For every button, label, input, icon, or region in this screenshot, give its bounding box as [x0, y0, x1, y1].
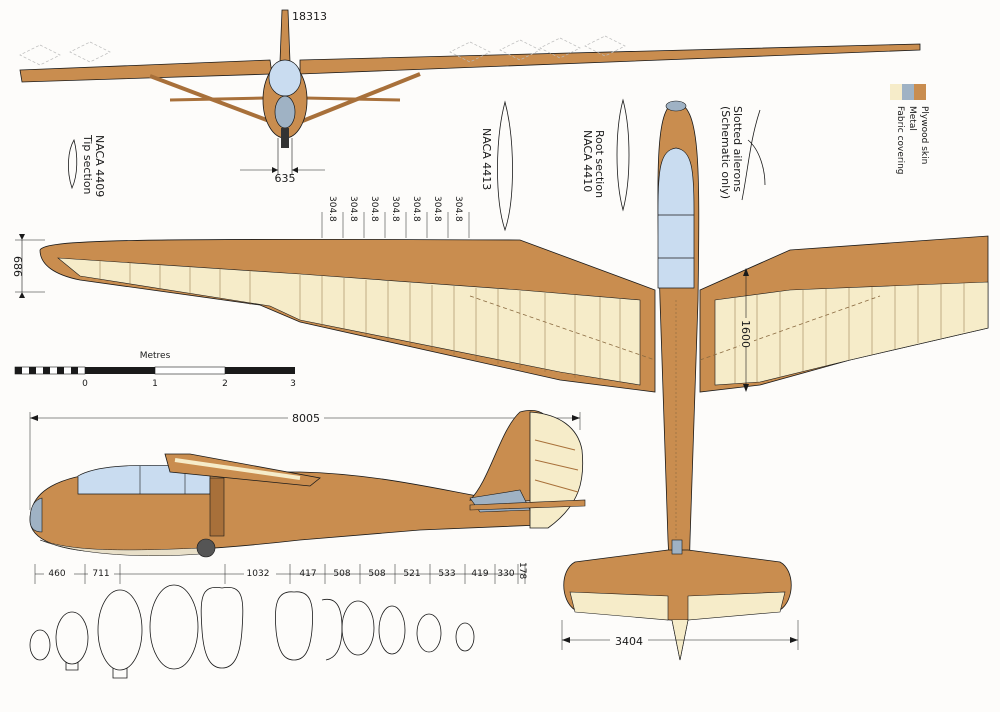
svg-text:419: 419: [471, 569, 488, 579]
svg-text:1: 1: [152, 379, 158, 389]
svg-text:2: 2: [222, 379, 228, 389]
rib-spacing-labels: 304.8 304.8 304.8 304.8 304.8 304.8 304.…: [327, 196, 463, 222]
left-wing-ribs: [99, 260, 621, 383]
root-section-airfoil: [616, 98, 630, 212]
cross-sections: [29, 584, 475, 679]
tip-chord-dimension: 686: [11, 234, 45, 298]
svg-text:1600: 1600: [739, 320, 752, 348]
svg-text:304.8: 304.8: [369, 196, 379, 222]
tip-section-profile: NACA 4409: [93, 135, 106, 197]
plan-view: [39, 100, 989, 661]
svg-text:178: 178: [517, 562, 527, 579]
plan-elevator-fabric: [569, 591, 786, 621]
svg-text:304.8: 304.8: [432, 196, 442, 222]
side-view: 8005: [29, 410, 586, 558]
serial-number: 18313: [292, 10, 327, 23]
legend-plywood-swatch: [914, 84, 926, 100]
legend-metal-swatch: [902, 84, 914, 100]
svg-text:686: 686: [11, 256, 24, 277]
slotted-aileron-schematic: [741, 109, 766, 201]
svg-text:508: 508: [333, 569, 350, 579]
rib-spacing-dimensions: [321, 212, 470, 238]
side-wheel: [196, 538, 216, 558]
station-labels: 460 711 1032 417 508 508 521 533 419 330…: [44, 562, 527, 579]
tip-section-airfoil: [68, 138, 78, 190]
front-nose: [274, 95, 296, 129]
svg-text:3404: 3404: [615, 635, 643, 648]
front-left-wing: [19, 59, 273, 83]
svg-text:1032: 1032: [247, 569, 270, 579]
svg-text:304.8: 304.8: [453, 196, 463, 222]
svg-text:417: 417: [299, 569, 316, 579]
airfoil-sections: Tip section NACA 4409 NACA 4413 Root sec…: [68, 98, 766, 232]
right-wing-ribs: [734, 283, 965, 384]
scale-bar: Metres 0 1 2 3: [14, 351, 296, 389]
side-tailplane: [469, 499, 586, 511]
tip-section-label: Tip section: [81, 134, 94, 195]
schematic-only-label: (Schematic only): [719, 106, 732, 199]
svg-text:330: 330: [497, 569, 514, 579]
slotted-ailerons-label: Slotted ailerons: [731, 106, 744, 192]
svg-text:508: 508: [368, 569, 385, 579]
svg-text:304.8: 304.8: [411, 196, 421, 222]
plan-nose-cap: [665, 100, 687, 112]
root-chord-dimension: 1600: [739, 268, 754, 392]
front-view: 635 18313: [19, 9, 921, 185]
svg-text:711: 711: [92, 569, 109, 579]
front-skid: [281, 128, 289, 148]
side-strut: [209, 477, 225, 537]
scale-title: Metres: [140, 351, 171, 361]
root-section-profile: NACA 4410: [581, 130, 594, 192]
root-section-label: Root section: [593, 130, 606, 198]
svg-text:304.8: 304.8: [327, 196, 337, 222]
cross-section-1: [29, 629, 51, 661]
station-dimensions: [34, 564, 526, 584]
cross-section-6: [275, 591, 313, 661]
cross-section-10: [455, 622, 475, 652]
svg-text:304.8: 304.8: [390, 196, 400, 222]
legend-metal-label: Metal: [907, 106, 917, 131]
svg-text:0: 0: [82, 379, 88, 389]
cross-section-7: [341, 600, 375, 656]
svg-text:3: 3: [290, 379, 296, 389]
svg-text:533: 533: [438, 569, 455, 579]
legend: Plywood skin Metal Fabric covering: [890, 84, 929, 175]
legend-plywood-label: Plywood skin: [919, 106, 929, 164]
tailplane-span-dimension: 3404: [561, 620, 799, 650]
naca-4413-label: NACA 4413: [480, 128, 493, 190]
front-width-dimension: 635: [275, 172, 296, 185]
naca-4413-airfoil: [497, 100, 513, 232]
cross-section-8: [378, 605, 406, 655]
legend-fabric-label: Fabric covering: [895, 106, 905, 175]
legend-fabric-swatch: [890, 84, 902, 100]
cross-section-3: [97, 589, 143, 671]
cross-section-9: [416, 613, 442, 653]
svg-text:460: 460: [48, 569, 65, 579]
front-fin: [279, 9, 291, 63]
cross-section-4: [149, 584, 199, 670]
plan-right-wing-fabric: [714, 281, 989, 386]
front-canopy: [268, 59, 302, 97]
svg-text:521: 521: [403, 569, 420, 579]
plan-canopy: [657, 147, 695, 289]
svg-text:304.8: 304.8: [348, 196, 358, 222]
side-rudder: [529, 411, 584, 529]
length-dimension: 8005: [292, 412, 320, 425]
cross-section-2: [55, 611, 89, 665]
front-right-wing: [299, 43, 921, 75]
side-nose-cap: [29, 497, 43, 533]
cross-section-5: [200, 587, 244, 669]
